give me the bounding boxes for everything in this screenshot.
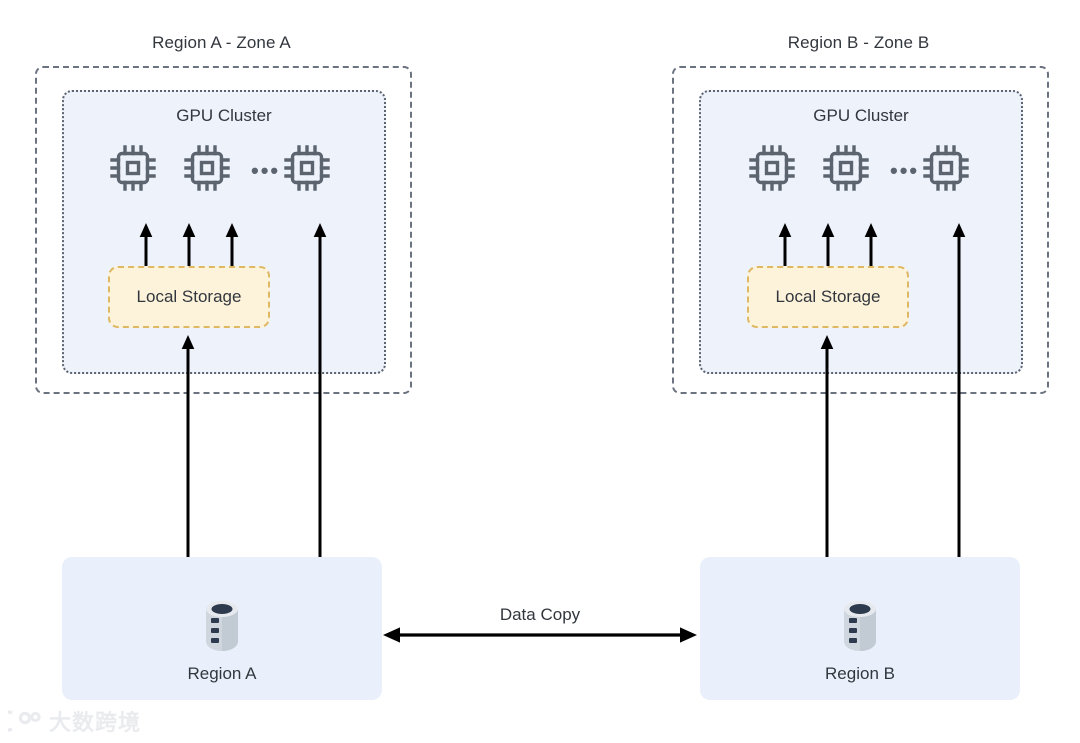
gpu-chip-icon [821,143,871,193]
local-storage-box-a: Local Storage [108,266,270,328]
arrow-storage-to-gpu [820,222,836,268]
arrow-storage-to-gpu [777,222,793,268]
database-cylinder-icon [828,589,892,661]
arrow-region-b-to-storage [819,334,835,558]
watermark: 大数跨境 [8,705,141,737]
gpu-chip-icon [921,143,971,193]
arrow-region-a-to-gpu [312,222,328,558]
arrow-storage-to-gpu [863,222,879,268]
gpu-chip-icon [182,143,232,193]
watermark-text: 大数跨境 [49,711,142,736]
ellipsis-b: ••• [890,158,920,183]
local-storage-label: Local Storage [136,287,242,306]
watermark-logo-icon [8,709,42,733]
region-b-label: Region B [825,664,895,683]
zone-title-right: Region B - Zone B [787,33,930,52]
local-storage-label: Local Storage [775,287,881,306]
arrow-storage-to-gpu [138,222,154,268]
arrow-region-b-to-gpu [951,222,967,558]
arrow-storage-to-gpu [224,222,240,268]
zone-box-region-b [672,66,1049,394]
zone-box-region-a [35,66,412,394]
cluster-title-a: GPU Cluster [176,106,272,125]
arrow-region-a-to-storage [180,334,196,558]
data-copy-arrow [382,625,698,645]
gpu-chip-icon [108,143,158,193]
region-a-label: Region A [187,664,257,683]
gpu-chip-icon [747,143,797,193]
arrow-storage-to-gpu [181,222,197,268]
ellipsis-a: ••• [251,158,281,183]
gpu-chip-icon [282,143,332,193]
local-storage-box-b: Local Storage [747,266,909,328]
gpu-cluster-box-b: GPU Cluster [699,90,1023,374]
data-copy-label: Data Copy [499,605,581,624]
database-cylinder-icon [190,589,254,661]
zone-title-left: Region A - Zone A [152,33,291,52]
cluster-title-b: GPU Cluster [813,106,909,125]
